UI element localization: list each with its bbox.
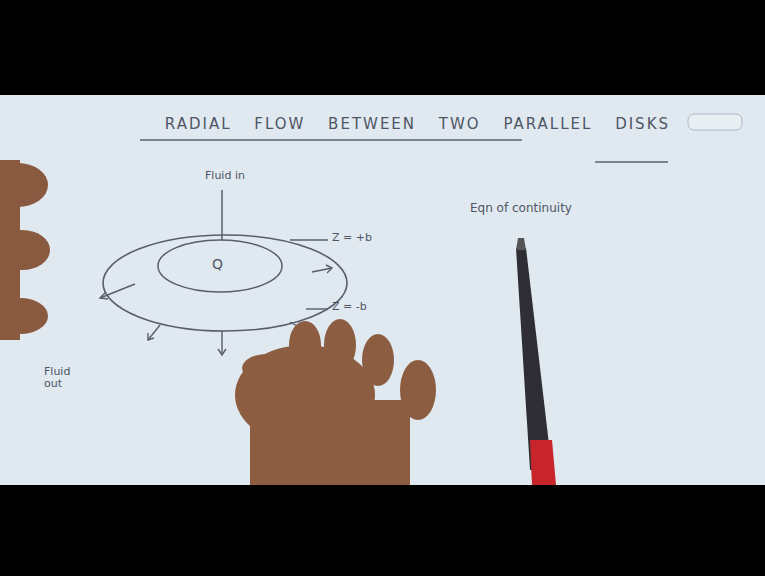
label-box: Q xyxy=(212,257,223,272)
flow-label: Fluid in xyxy=(205,170,245,182)
title-box: RADIAL FLOW BETWEEN TWO PARALLEL DISKS xyxy=(140,114,670,136)
title-underline xyxy=(595,161,668,163)
paper-sheet xyxy=(0,95,765,485)
label-box: Eqn of continuity xyxy=(470,202,572,215)
dimension-label: Z = -b xyxy=(332,301,367,313)
label-box: Fluid out xyxy=(44,366,84,390)
leader-line xyxy=(306,308,328,309)
hand xyxy=(0,160,50,340)
note-label: Eqn of continuity xyxy=(470,202,572,215)
hand xyxy=(235,319,436,485)
corner-logo xyxy=(688,114,742,130)
symbol-label: Q xyxy=(212,257,223,272)
title-underline xyxy=(140,139,522,141)
label-box: Fluid in xyxy=(205,170,245,182)
upper-disk xyxy=(158,240,282,292)
lower-disk xyxy=(103,235,347,331)
label-box: Z = -b xyxy=(332,301,367,313)
pen xyxy=(516,238,556,485)
title: RADIAL FLOW BETWEEN TWO PARALLEL DISKS xyxy=(140,114,670,136)
flow-label: Fluid out xyxy=(44,366,84,390)
label-box: Z = +b xyxy=(332,232,372,244)
inlet-axis xyxy=(221,190,223,240)
dimension-label: Z = +b xyxy=(332,232,372,244)
leader-line xyxy=(290,239,328,240)
